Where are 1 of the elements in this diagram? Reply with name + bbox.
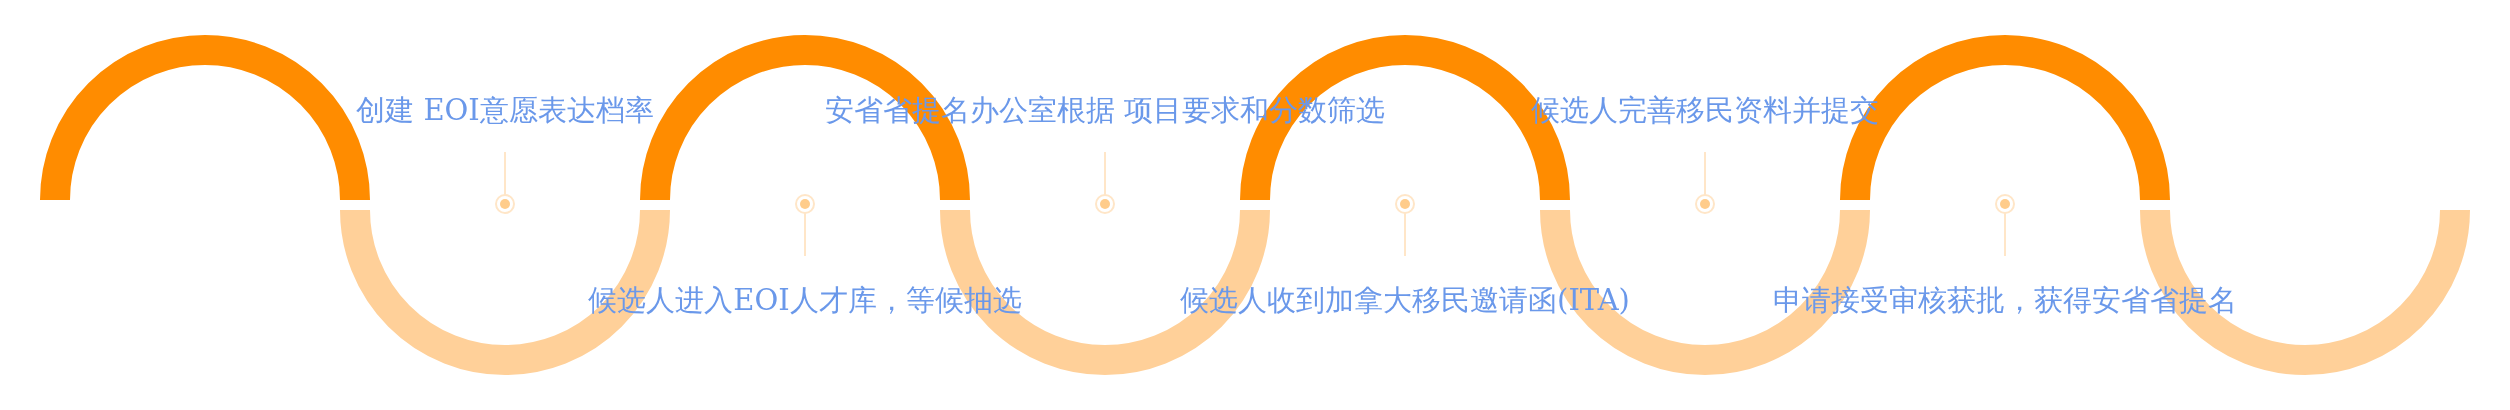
step-text: 创建 EOI意愿表达档率 <box>356 92 654 128</box>
